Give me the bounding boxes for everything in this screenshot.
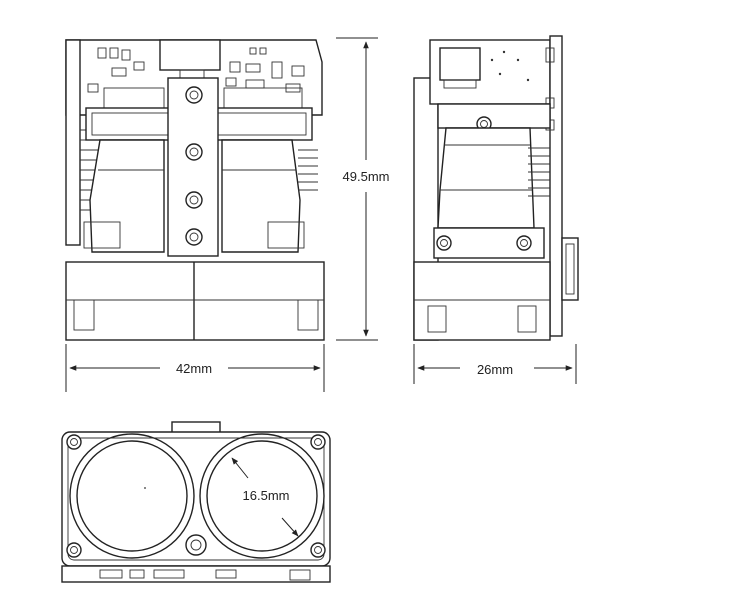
side-bottom-housing bbox=[413, 261, 551, 341]
front-components bbox=[87, 39, 305, 111]
side-pcb-dots bbox=[490, 50, 530, 82]
bottom-view: 16.5mm bbox=[61, 421, 331, 583]
height-dimension: 49.5mm bbox=[336, 37, 390, 341]
side-connector bbox=[561, 237, 579, 301]
bottom-corner-screws bbox=[66, 434, 326, 558]
depth-label: 26mm bbox=[477, 362, 513, 377]
bottom-pcb-strip bbox=[61, 565, 331, 583]
side-plate bbox=[437, 103, 551, 129]
width-label: 42mm bbox=[176, 361, 212, 376]
front-left-board bbox=[65, 39, 81, 246]
left-lens-inner bbox=[76, 440, 188, 552]
depth-dimension: 26mm bbox=[413, 344, 577, 384]
front-screws bbox=[185, 86, 203, 246]
side-barrel bbox=[437, 127, 535, 229]
front-barrel-left bbox=[89, 139, 165, 253]
side-fins bbox=[528, 147, 550, 197]
front-center-bracket bbox=[167, 77, 219, 257]
right-lens-inner bbox=[206, 440, 318, 552]
side-view bbox=[413, 35, 579, 341]
front-view bbox=[65, 39, 325, 341]
front-bottom-housing bbox=[65, 261, 325, 341]
right-lens-outer bbox=[199, 433, 325, 559]
left-lens-outer bbox=[69, 433, 195, 559]
radius-label: 16.5mm bbox=[243, 488, 290, 503]
front-right-connector bbox=[298, 149, 318, 191]
front-barrel-right bbox=[221, 139, 301, 253]
height-label: 49.5mm bbox=[343, 169, 390, 184]
width-dimension: 42mm bbox=[65, 344, 325, 392]
side-right-board bbox=[549, 35, 563, 337]
